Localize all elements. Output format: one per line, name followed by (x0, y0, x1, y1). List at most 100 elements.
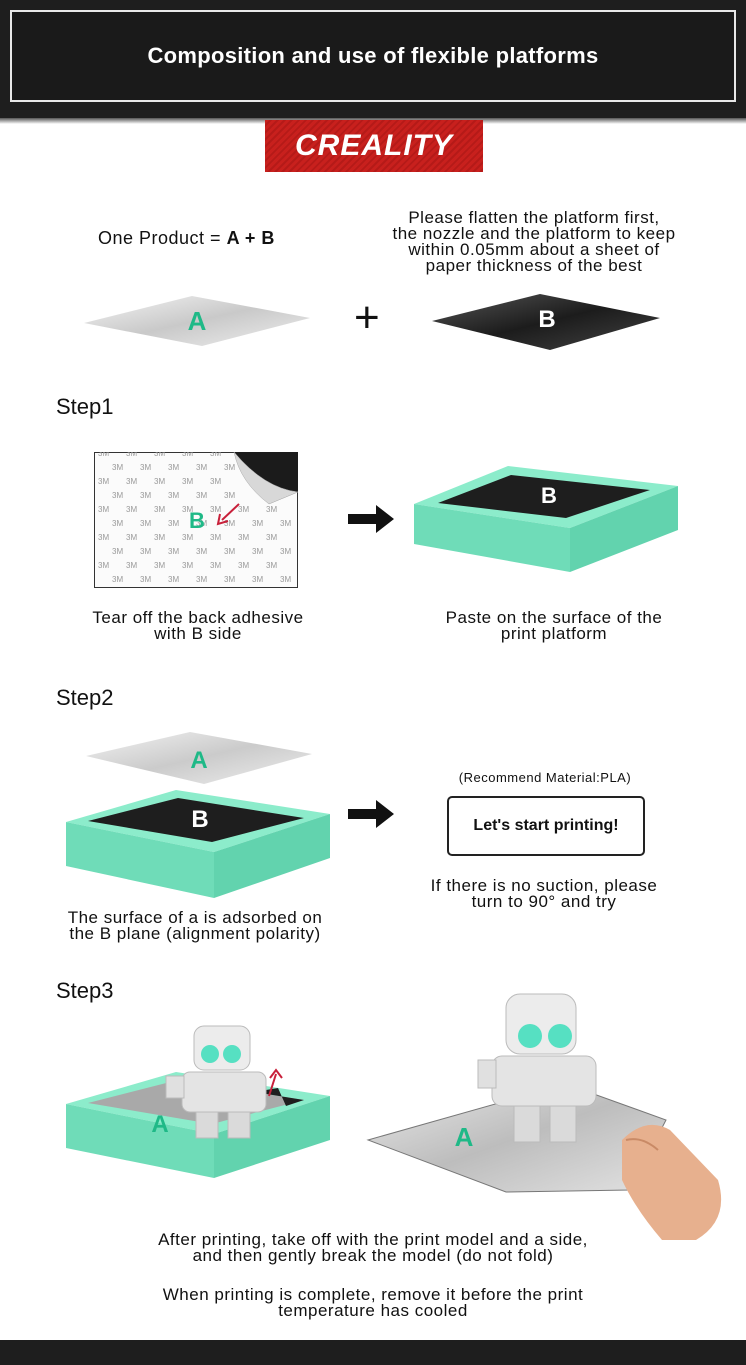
backing-mark: 3M (196, 575, 207, 584)
backing-mark: 3M (224, 463, 235, 472)
backing-mark: 3M (182, 561, 193, 570)
backing-mark: 3M (168, 575, 179, 584)
backing-mark: 3M (168, 547, 179, 556)
backing-mark: 3M (98, 561, 109, 570)
bottom-bar (0, 1340, 746, 1365)
backing-mark: 3M (182, 505, 193, 514)
backing-mark: 3M (196, 547, 207, 556)
start-printing-button[interactable]: Let's start printing! (447, 796, 645, 856)
backing-mark: 3M (224, 547, 235, 556)
backing-mark: 3M (210, 477, 221, 486)
step1-caption-right: Paste on the surface of the print platfo… (404, 608, 704, 643)
flatten-note-line2: the nozzle and the platform to keep (392, 224, 676, 243)
step3-caption2-line1: When printing is complete, remove it bef… (162, 1285, 584, 1304)
step1-caption-right-line1: Paste on the surface of the (445, 608, 663, 627)
backing-mark: 3M (196, 491, 207, 500)
robot-model-image (477, 993, 597, 1143)
backing-mark: 3M (98, 533, 109, 542)
adhesive-sheet-label: B (189, 508, 205, 533)
backing-mark: 3M (266, 505, 277, 514)
step2-sheet-a-label: A (190, 747, 207, 774)
backing-mark: 3M (140, 491, 151, 500)
step2-caption-right-line1: If there is no suction, please (430, 876, 658, 895)
backing-mark: 3M (280, 547, 291, 556)
flatten-note-line3: within 0.05mm about a sheet of (408, 240, 660, 259)
step1-caption-right-line2: print platform (500, 624, 608, 643)
backing-mark: 3M (98, 452, 109, 458)
backing-mark: 3M (126, 505, 137, 514)
backing-mark: 3M (98, 477, 109, 486)
step1-caption-left-line2: with B side (154, 624, 242, 643)
sheet-b-label: B (538, 306, 555, 333)
backing-mark: 3M (182, 533, 193, 542)
backing-mark: 3M (154, 561, 165, 570)
backing-mark: 3M (196, 463, 207, 472)
recommend-material: (Recommend Material:PLA) (458, 770, 632, 785)
backing-mark: 3M (280, 575, 291, 584)
backing-mark: 3M (140, 463, 151, 472)
backing-mark: 3M (238, 533, 249, 542)
backing-mark: 3M (196, 519, 207, 528)
one-product-label: One Product = A + B (98, 228, 275, 249)
step3-sheet-label: A (455, 1122, 474, 1152)
plus-sign: + (354, 293, 380, 342)
backing-mark: 3M (280, 519, 291, 528)
backing-mark: 3M (154, 477, 165, 486)
backing-mark: 3M (126, 477, 137, 486)
flatten-note: Please flatten the platform first, the n… (356, 209, 712, 275)
step3-platform-image: A (66, 1025, 330, 1178)
backing-mark: 3M (126, 533, 137, 542)
backing-mark: 3M (210, 533, 221, 542)
one-product-text: One Product = (98, 228, 227, 248)
step2-platform-b-image: B (66, 790, 330, 898)
backing-mark: 3M (112, 547, 123, 556)
step2-caption-left-line2: the B plane (alignment polarity) (69, 924, 321, 943)
step3-caption1: After printing, take off with the print … (60, 1231, 686, 1265)
robot-model-image (165, 1025, 267, 1139)
backing-mark: 3M (168, 519, 179, 528)
step2-caption-left-line1: The surface of a is adsorbed on (67, 908, 323, 927)
backing-mark: 3M (140, 519, 151, 528)
backing-mark: 3M (112, 463, 123, 472)
step1-title: Step1 (56, 394, 114, 419)
backing-mark: 3M (98, 505, 109, 514)
step1-caption-left: Tear off the back adhesive with B side (48, 608, 348, 643)
step1-caption-left-line1: Tear off the back adhesive (92, 608, 304, 627)
flatten-note-line4: paper thickness of the best (425, 256, 643, 275)
step3-caption1-line2: and then gently break the model (do not … (192, 1246, 554, 1265)
backing-mark: 3M (252, 519, 263, 528)
backing-mark: 3M (112, 491, 123, 500)
step2-title: Step2 (56, 685, 114, 710)
backing-mark: 3M (126, 561, 137, 570)
backing-mark: 3M (126, 452, 137, 458)
backing-mark: 3M (210, 505, 221, 514)
header-box: Composition and use of flexible platform… (10, 10, 736, 102)
backing-mark: 3M (238, 561, 249, 570)
step3-caption2-line2: temperature has cooled (278, 1301, 468, 1320)
step3-platform-label: A (151, 1111, 168, 1138)
backing-mark: 3M (182, 477, 193, 486)
one-product-formula: A + B (226, 228, 275, 248)
backing-mark: 3M (266, 533, 277, 542)
backing-mark: 3M (224, 519, 235, 528)
backing-mark: 3M (252, 547, 263, 556)
step3-caption2: When printing is complete, remove it bef… (60, 1285, 686, 1320)
creality-logo: CREALITY (265, 120, 483, 172)
step2-platform-b-label: B (191, 806, 208, 833)
backing-mark: 3M (154, 452, 165, 458)
backing-mark: 3M (140, 547, 151, 556)
arrow-right-icon (348, 505, 394, 533)
backing-mark: 3M (168, 491, 179, 500)
backing-mark: 3M (140, 575, 151, 584)
step2-caption-right: If there is no suction, please turn to 9… (394, 876, 694, 910)
arrow-right-icon (348, 800, 394, 828)
backing-mark: 3M (210, 452, 221, 458)
page-title: Composition and use of flexible platform… (147, 43, 599, 68)
step2-sheet-a-image: A (86, 732, 312, 784)
platform-b-label: B (541, 483, 557, 508)
step3-title: Step3 (56, 978, 114, 1003)
logo-text: CREALITY (295, 129, 453, 162)
sheet-a-image: A (84, 296, 310, 346)
backing-mark: 3M (112, 575, 123, 584)
